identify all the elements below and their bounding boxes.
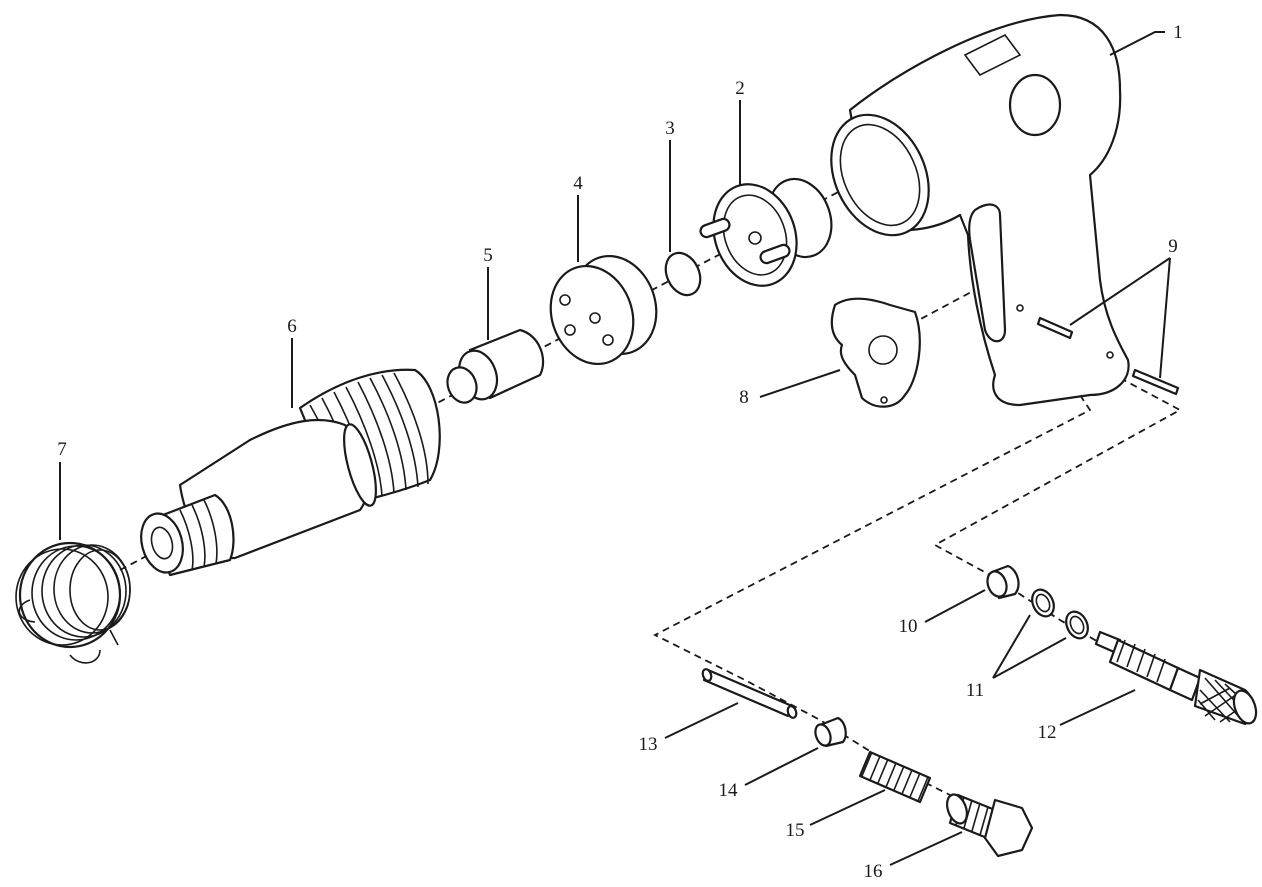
leader-12 <box>1059 689 1136 726</box>
callout-13: 13 <box>639 734 658 755</box>
part-8-trigger <box>830 297 921 408</box>
valve-stem-end <box>701 668 713 682</box>
trigger-pivot-hole <box>868 335 898 365</box>
valve-stem-tip <box>786 705 798 719</box>
callout-3: 3 <box>665 118 675 139</box>
barrel-nozzle-face <box>140 512 184 574</box>
body-nameplate <box>963 33 1022 77</box>
trigger-slot <box>968 203 1007 343</box>
barrel-nozzle-bore <box>150 526 174 560</box>
leader-9b <box>1159 257 1171 379</box>
callout-1: 1 <box>1173 22 1183 43</box>
valve-block-center <box>748 231 762 245</box>
plate-hole-2 <box>589 312 601 324</box>
body-port-circle <box>1008 73 1062 137</box>
part-6-barrel <box>140 368 441 577</box>
plate-hole-1 <box>559 294 571 306</box>
callout-labels: 1 2 3 4 5 6 7 8 9 10 11 12 13 14 15 16 <box>57 22 1183 882</box>
callout-14: 14 <box>719 780 739 801</box>
pin-hole-upper <box>1016 304 1024 312</box>
part-3-valve-disc <box>664 251 702 297</box>
o-ring-1-inner <box>1035 593 1051 613</box>
leader-11a <box>992 614 1031 679</box>
spring-hooks <box>18 599 119 664</box>
pin-upper <box>1036 316 1074 340</box>
throttle-knob-end <box>1232 689 1258 725</box>
part-5-piston <box>446 328 545 404</box>
leader-1 <box>1109 31 1165 56</box>
cylinder-bore-inner <box>839 123 921 227</box>
bushing-face <box>986 570 1008 598</box>
trigger-small-hole <box>880 396 888 404</box>
valve-disc <box>664 251 702 297</box>
pin-lower <box>1131 368 1180 396</box>
leader-9a <box>1069 257 1171 326</box>
callout-6: 6 <box>287 316 297 337</box>
leader-10 <box>924 589 986 623</box>
plate-hole-3 <box>564 324 576 336</box>
callout-5: 5 <box>483 245 493 266</box>
o-ring-2-inner <box>1069 615 1085 635</box>
part-1-handle-body <box>830 13 1130 407</box>
valve-block-pin-left <box>699 217 731 239</box>
callout-11: 11 <box>966 680 984 701</box>
callout-16: 16 <box>864 861 883 882</box>
callout-4: 4 <box>573 173 583 194</box>
pin-hole-lower <box>1106 351 1114 359</box>
piston-nose <box>446 366 478 404</box>
throttle-thread-section <box>1108 638 1180 692</box>
part-2-valve-block <box>699 177 833 287</box>
plug-face <box>946 793 968 825</box>
valve-block-pin-right <box>759 243 791 265</box>
callout-8: 8 <box>739 387 749 408</box>
part-16-plug <box>946 793 1034 858</box>
leader-lines <box>59 31 1171 866</box>
valve-stem-rod <box>702 668 794 718</box>
plate-hole-4 <box>602 334 614 346</box>
part-15-valve-spring <box>858 750 932 804</box>
leader-13 <box>664 702 739 739</box>
trigger-body <box>830 297 921 408</box>
valve-block-ring <box>722 194 788 276</box>
nozzle-threads <box>179 499 218 571</box>
part-9-pins <box>1036 316 1180 396</box>
part-10-bushing <box>986 564 1020 600</box>
callout-2: 2 <box>735 78 745 99</box>
plug-hex-head <box>983 798 1034 858</box>
part-14-valve-seat <box>814 716 847 748</box>
leader-15 <box>809 789 886 826</box>
throttle-neck <box>1168 666 1202 702</box>
leader-16 <box>889 831 963 866</box>
part-12-throttle-valve <box>1094 630 1258 726</box>
throttle-threads <box>1116 639 1166 683</box>
callout-10: 10 <box>899 616 918 637</box>
leader-11b <box>992 637 1067 679</box>
valve-spring-coils <box>861 751 929 802</box>
callout-12: 12 <box>1038 722 1057 743</box>
part-7-retainer-spring <box>15 541 131 664</box>
throttle-path-line <box>933 377 1182 661</box>
o-ring-2 <box>1065 610 1089 640</box>
valve-path-line <box>653 394 1092 811</box>
spring-coils <box>15 544 131 646</box>
callout-9: 9 <box>1168 236 1178 257</box>
callout-15: 15 <box>786 820 805 841</box>
part-4-cylinder-plate <box>549 254 658 366</box>
valve-seat-face <box>814 723 832 747</box>
part-11-o-rings <box>1031 588 1089 640</box>
barrel-collar <box>343 423 377 507</box>
part-13-valve-stem <box>701 668 798 719</box>
callout-7: 7 <box>57 439 67 460</box>
leader-8 <box>759 369 841 398</box>
leader-14 <box>744 747 819 786</box>
